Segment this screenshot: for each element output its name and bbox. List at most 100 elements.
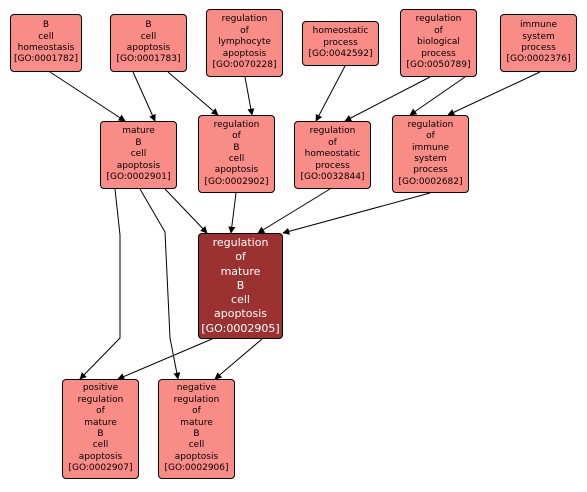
node-label-line: process [323, 37, 358, 48]
node-label-line: regulation [212, 236, 269, 250]
node-label-line: process [315, 160, 350, 171]
node-label-line: [GO:0001783] [116, 54, 181, 65]
node-label-line: B [97, 429, 104, 439]
node-label-line: cell [188, 440, 205, 451]
edge-GO0002901-to-GO0002907 [79, 188, 121, 380]
node-label-line: apoptosis [116, 160, 161, 171]
edge-GO0002905-to-GO0002906 [214, 338, 263, 380]
node-label-line: of [232, 131, 241, 142]
node-label-line: mature [180, 417, 213, 428]
node-label-line: of [240, 25, 249, 36]
node-label-line: mature [220, 264, 261, 278]
edge-GO0001782-to-GO0002901 [49, 71, 126, 122]
edge-GO0002905-to-GO0002907 [117, 338, 213, 380]
node-label-line: cell [92, 440, 109, 451]
node-label-line: [GO:0002901] [106, 172, 171, 183]
node-label-line: of [426, 131, 435, 142]
node-label-line: [GO:0002906] [164, 463, 229, 474]
node-label-line: cell [140, 31, 157, 42]
node-label-line: [GO:0001782] [13, 54, 79, 65]
node-label-line: apoptosis [78, 451, 123, 462]
node-label-line: regulation [221, 14, 268, 25]
edge-GO0002901-to-GO0002906 [139, 188, 181, 380]
node-label-line: cell [228, 154, 245, 164]
node-label-line: of [328, 137, 337, 148]
node-label-line: apoptosis [214, 307, 267, 321]
edge-GO0050789-to-GO0002682 [409, 76, 466, 116]
edge-GO0002682-to-GO0002905 [282, 192, 431, 235]
node-label-line: regulation [407, 119, 454, 130]
node-label-line: process [421, 48, 456, 59]
edge-GO0002902-to-GO0002905 [228, 192, 237, 234]
node-label-line: regulation [77, 394, 124, 405]
node-label-line: B [145, 20, 152, 31]
edge-GO0032844-to-GO0002905 [257, 188, 331, 234]
node-label-line: [GO:0002902] [204, 176, 269, 187]
node-label-line: immune [412, 142, 449, 153]
node-label-line: [GO:0002905] [201, 321, 280, 335]
edge-GO0002376-to-GO0002682 [447, 71, 541, 116]
node-label-line: homeostatic [312, 26, 369, 37]
node-label-line: [GO:0070228] [212, 60, 277, 71]
node-label-line: negative [176, 383, 217, 394]
edge-GO0001783-to-GO0002901 [132, 71, 156, 122]
node-label-line: B [233, 142, 240, 153]
node-label-line: [GO:0032844] [300, 172, 365, 183]
node-label-line: mature [122, 126, 155, 137]
node-label-line: [GO:0002907] [68, 463, 133, 474]
node-label-line: system [414, 154, 447, 164]
node-label-line: positive [82, 383, 119, 394]
node-label-line: homeostatic [304, 149, 361, 160]
node-label-line: [GO:0002682] [398, 176, 463, 187]
node-label-line: cell [231, 293, 250, 307]
node-label-line: regulation [415, 14, 462, 25]
node-label-line: B [236, 278, 245, 292]
node-label-line: B [135, 137, 142, 148]
node-label-line: lymphocyte [218, 37, 271, 48]
edge-GO0042592-to-GO0032844 [315, 65, 346, 122]
node-label-line: [GO:0042592] [308, 49, 373, 60]
node-label-line: immune [520, 20, 557, 31]
node-label-line: apoptosis [222, 48, 267, 59]
node-label-line: regulation [309, 126, 356, 137]
node-label-line: of [192, 406, 201, 417]
node-label-line: process [521, 43, 556, 53]
node-label-line: system [522, 31, 555, 42]
node-label-line: of [434, 25, 443, 36]
node-label-line: apoptosis [214, 165, 259, 176]
node-label-line: of [235, 250, 246, 264]
node-label-line: regulation [173, 394, 220, 405]
node-label-line: cell [38, 31, 54, 42]
node-label-line: mature [84, 417, 117, 428]
edge-GO0002901-to-GO0002905 [164, 188, 208, 234]
edge-GO0070228-to-GO0002902 [244, 76, 255, 116]
edge-GO0050789-to-GO0032844 [344, 76, 431, 122]
node-label-line: regulation [213, 119, 260, 130]
node-label-line: B [193, 429, 200, 439]
